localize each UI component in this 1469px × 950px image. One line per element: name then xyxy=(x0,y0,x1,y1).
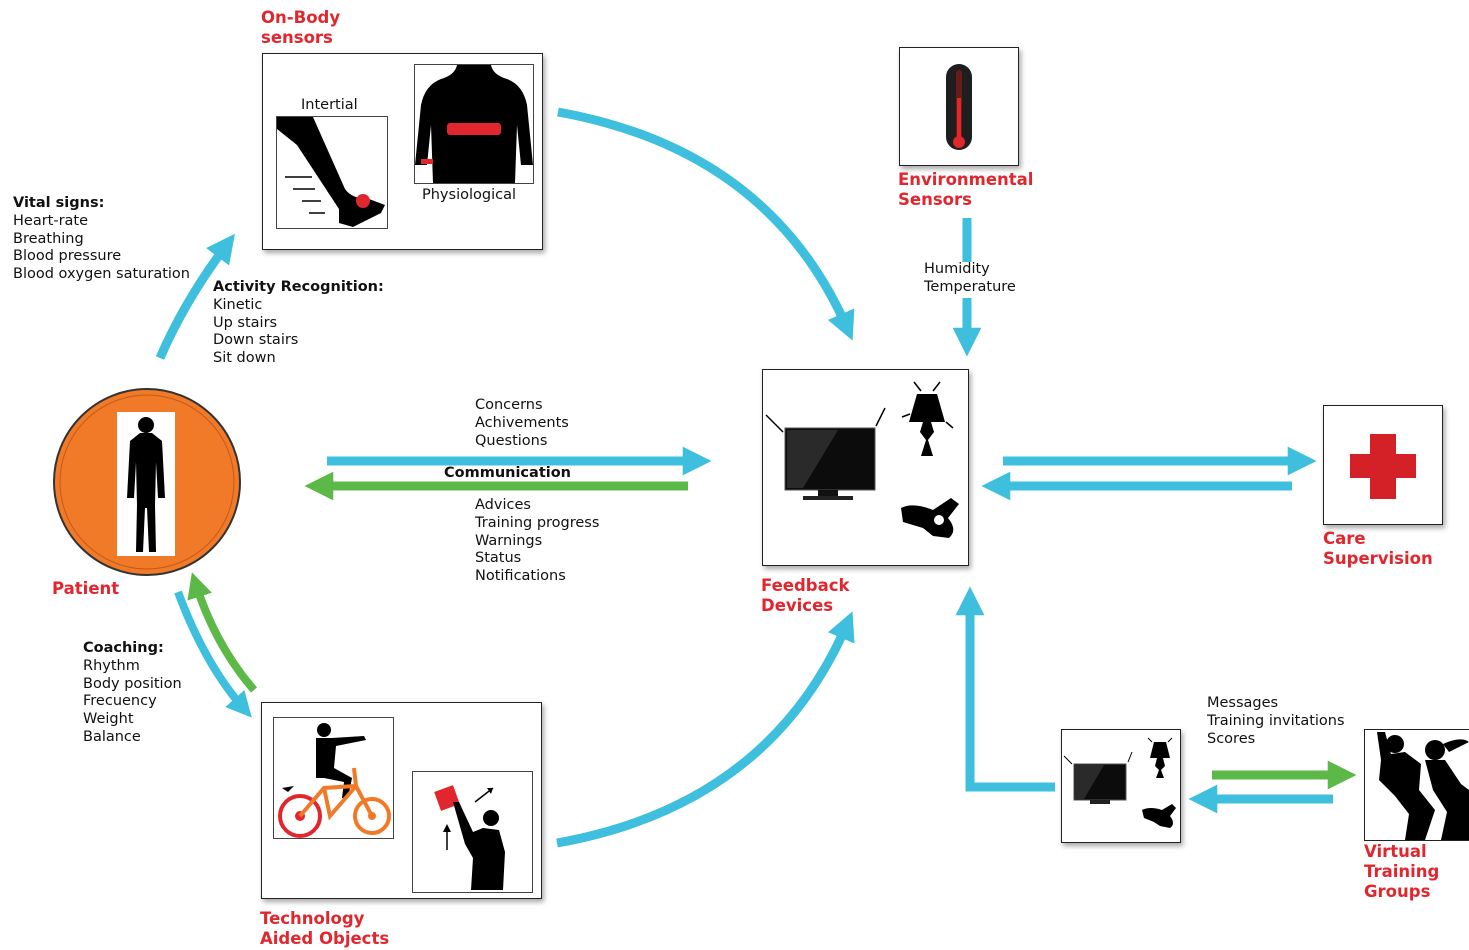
arrow-onbody-to-feedback xyxy=(557,107,855,341)
inertial-image xyxy=(276,116,388,229)
arrow-technology-to-patient xyxy=(187,572,258,693)
coaching-item: Weight xyxy=(83,711,134,728)
activity-item: Sit down xyxy=(213,350,276,367)
care-supervision-title: Care Supervision xyxy=(1323,529,1433,568)
env-item: Humidity xyxy=(924,261,990,277)
vital-signs-list: Vital signs: Heart-rate Breathing Blood … xyxy=(13,195,190,284)
comm-bottom-item: Notifications xyxy=(475,568,566,585)
activity-item: Kinetic xyxy=(213,296,263,313)
physiological-image xyxy=(414,64,534,184)
coaching-item: Rhythm xyxy=(83,657,140,674)
vital-sign-item: Blood oxygen saturation xyxy=(13,266,190,283)
physiological-label: Physiological xyxy=(422,187,516,203)
devices-icon xyxy=(765,381,959,538)
environmental-sensors-title: Environmental Sensors xyxy=(898,170,1034,209)
red-cross-icon xyxy=(1350,434,1416,499)
comm-bottom-list: Advices Training progress Warnings Statu… xyxy=(475,497,599,586)
onbody-sensors-panel: Intertial Physiological xyxy=(262,53,543,250)
virtual-groups-title: Virtual Training Groups xyxy=(1364,842,1440,901)
thermometer-icon xyxy=(946,64,972,150)
comm-top-item: Concerns xyxy=(475,397,543,413)
care-supervision-panel xyxy=(1323,405,1443,525)
inertial-label: Intertial xyxy=(301,97,358,113)
virtual-groups-panel xyxy=(1364,729,1469,841)
coaching-item: Balance xyxy=(83,728,141,745)
dancers-icon xyxy=(1377,732,1469,840)
vital-sign-item: Breathing xyxy=(13,230,84,247)
patient-icon xyxy=(53,388,241,576)
onbody-sensors-title: On-Body sensors xyxy=(261,8,341,47)
arrow-patient-to-technology xyxy=(174,590,252,718)
coaching-item: Body position xyxy=(83,675,182,692)
comm-bottom-item: Warnings xyxy=(475,532,543,549)
arrow-patient-to-onbody xyxy=(155,233,235,360)
comm-bottom-item: Status xyxy=(475,550,522,567)
comm-bottom-item: Training progress xyxy=(475,514,600,531)
reaching-image xyxy=(412,771,533,893)
vital-sign-item: Blood pressure xyxy=(13,248,122,265)
activity-title: Activity Recognition: xyxy=(213,279,384,295)
virtual-item: Scores xyxy=(1207,730,1256,747)
technology-objects-panel xyxy=(261,702,542,899)
feedback-devices-title: Feedback Devices xyxy=(761,576,850,615)
coaching-list: Coaching: Rhythm Body position Frecuency… xyxy=(83,640,182,747)
coaching-item: Frecuency xyxy=(83,693,157,710)
virtual-item: Messages xyxy=(1207,695,1279,711)
comm-bottom-item: Advices xyxy=(475,497,531,513)
arrow-virtual-to-feedback xyxy=(955,586,1055,792)
activity-item: Down stairs xyxy=(213,332,299,349)
coaching-title: Coaching: xyxy=(83,640,164,656)
vital-sign-item: Heart-rate xyxy=(13,212,89,229)
activity-item: Up stairs xyxy=(213,314,278,331)
arrow-technology-to-feedback xyxy=(556,611,855,848)
vital-signs-title: Vital signs: xyxy=(13,195,105,211)
feedback-devices-panel xyxy=(762,369,969,566)
comm-top-list: Concerns Achivements Questions xyxy=(475,397,569,450)
activity-list: Activity Recognition: Kinetic Up stairs … xyxy=(213,279,384,368)
communication-label: Communication xyxy=(444,465,572,481)
virtual-devices-panel xyxy=(1061,729,1181,843)
comm-top-item: Achivements xyxy=(475,414,569,431)
bicycle-image xyxy=(273,717,394,839)
virtual-items-list: Messages Training invitations Scores xyxy=(1207,695,1345,748)
devices-small-icon xyxy=(1063,737,1176,828)
environmental-sensors-panel xyxy=(899,47,1019,166)
technology-objects-title: Technology Aided Objects xyxy=(260,909,390,948)
patient-title: Patient xyxy=(52,579,120,598)
env-items-list: Humidity Temperature xyxy=(924,261,1016,297)
env-item: Temperature xyxy=(924,278,1016,295)
virtual-item: Training invitations xyxy=(1207,712,1345,729)
comm-top-item: Questions xyxy=(475,432,548,449)
